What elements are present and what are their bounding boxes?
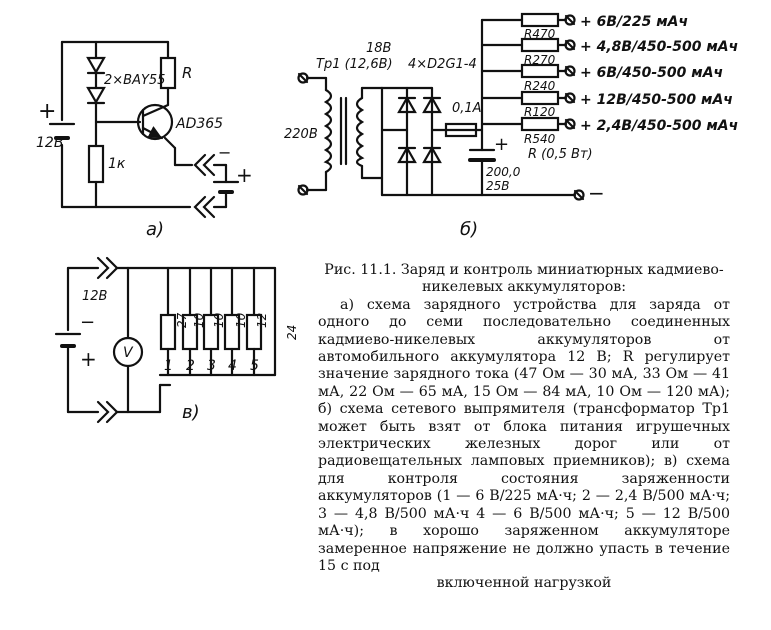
diagram-a [48,40,240,219]
b-r4: R540 [524,132,556,146]
a-out-minus: − [218,143,231,162]
a-transistor-label: AD365 [175,116,223,132]
labels-c: 12В − + V 27 10 10 10 12 24 1 2 3 4 5 в) [80,289,299,423]
caption-body: а) схема зарядного устройства для заряда… [318,296,730,574]
labels-a: + 12В 2×BAY55 R 1к AD365 − + а) [36,64,253,240]
b-r0: R470 [524,27,556,41]
c-meter: V [123,345,134,361]
a-supply-label: 12В [36,135,63,151]
c-rv4: 12 [255,313,269,328]
c-panel-label: в) [182,402,200,423]
a-panel-label: а) [146,219,164,240]
b-out2: + 6В/450-500 мАч [580,65,723,81]
a-diodes-label: 2×BAY55 [104,73,165,88]
diode-bay55-1 [86,56,106,75]
c-rv2: 10 [212,312,226,328]
b-out3: + 12В/450-500 мАч [580,92,733,108]
b-out4: + 2,4В/450-500 мАч [580,118,738,134]
b-minus: − [588,181,605,205]
c-rv0: 27 [175,312,189,328]
diagram-c [54,256,277,424]
battery-12v-symbol [48,122,76,140]
b-bridge: 4×D2G1-4 [408,57,477,72]
b-out1: + 4,8В/450-500 мАч [580,39,738,55]
c-supply: 12В [82,289,108,304]
capacitor-200 [468,148,496,162]
b-r2: R240 [524,79,556,93]
diode-bay55-2 [86,86,106,105]
b-transformer: Тр1 (12,6В) [316,57,393,72]
c-n0: 1 [164,358,173,374]
load-resistors [159,266,277,377]
resistor-1k [87,144,105,184]
c-n1: 2 [186,358,195,374]
a-out-plus: + [236,163,253,187]
c-n4: 5 [250,358,259,374]
output-branches [480,12,576,132]
c-minus: − [80,312,95,333]
b-out0: + 6В/225 мАч [580,14,688,30]
c-n3: 4 [228,358,237,374]
c-rv5: 24 [285,325,299,340]
b-secondary: 18В [366,41,392,56]
transistor-ad365 [136,103,177,150]
labels-b: 18В Тр1 (12,6В) 4×D2G1-4 220В 0,1А + 200… [284,14,738,240]
caption-title: Рис. 11.1. Заряд и контроль миниатюрных … [324,262,724,296]
b-r3: R120 [524,105,556,119]
b-panel-label: б) [460,219,478,240]
a-plus: + [38,99,56,124]
c-plus: + [80,347,97,371]
c-rv1: 10 [192,312,206,328]
bridge-diodes [397,95,442,164]
b-r1: R270 [524,53,556,67]
figure-caption: Рис. 11.1. Заряд и контроль миниатюрных … [318,262,730,593]
diagram-b [297,12,585,201]
b-fuse: 0,1А [452,101,482,116]
c-n2: 3 [207,358,216,374]
b-cap: 200,0 [486,165,521,179]
b-mains: 220В [284,127,318,142]
a-1k-label: 1к [108,156,126,172]
caption-last-line: включенной нагрузкой [436,575,612,592]
b-cap-v: 25В [486,179,510,193]
fuse-0-1a [444,122,478,138]
battery-12v-c-symbol [54,332,82,348]
b-r-note: R (0,5 Вт) [528,147,593,162]
b-cap-plus: + [494,134,509,155]
output-plug [193,153,228,219]
a-r-label: R [182,64,192,82]
output-battery-symbol [212,163,240,209]
transformer-tr1 [323,88,365,174]
c-rv3: 10 [234,312,248,328]
